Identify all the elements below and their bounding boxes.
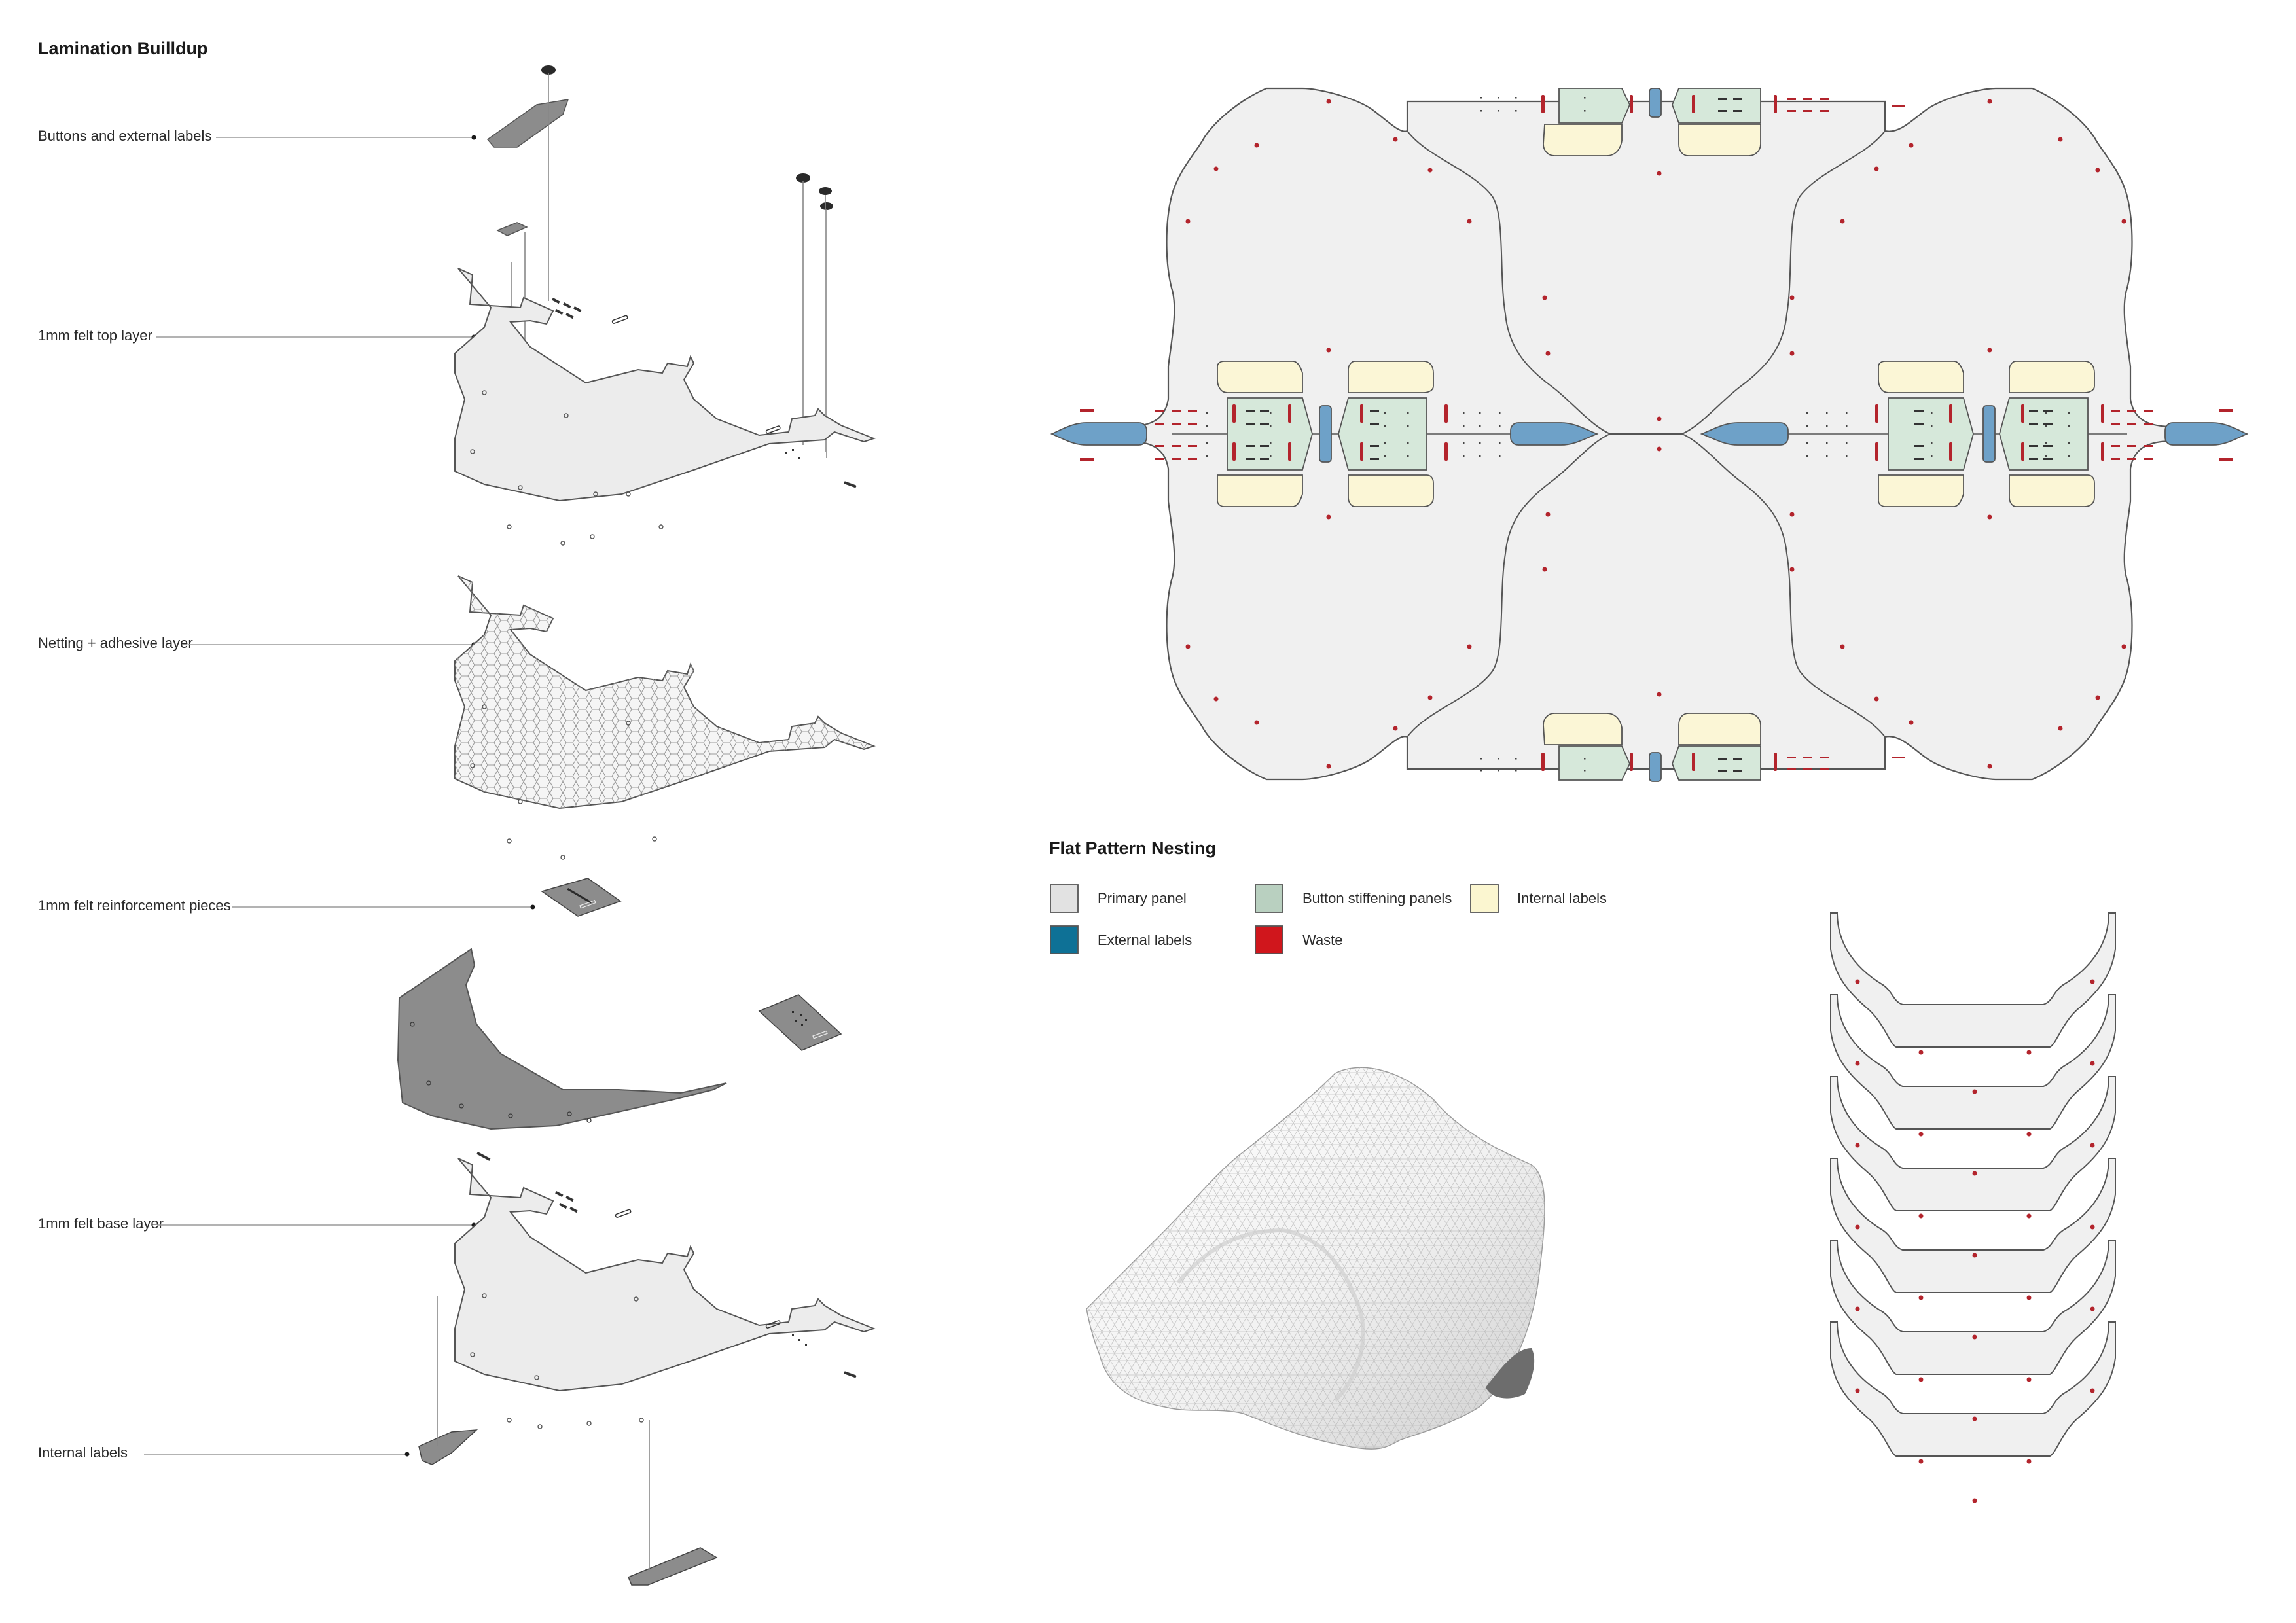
legend-label: Internal labels	[1517, 890, 1607, 906]
layer-label-buttons: Buttons and external labels	[38, 128, 211, 144]
stacked-panels	[1830, 912, 2116, 1503]
reinforcement-plate-right	[758, 994, 842, 1051]
layer-label-internal: Internal labels	[38, 1444, 128, 1461]
legend-label: External labels	[1098, 932, 1192, 948]
external-label-piece	[486, 99, 569, 236]
reinforcement-base-piece	[397, 948, 727, 1130]
legend-item-waste: Waste	[1255, 925, 1343, 954]
felt-top-layer	[454, 268, 874, 546]
internal-label-pieces	[418, 1296, 718, 1586]
legend-swatch	[1255, 884, 1283, 913]
nesting-title: Flat Pattern Nesting	[1049, 838, 1216, 858]
legend-swatch	[1050, 884, 1079, 913]
layer-label-reinforcement: 1mm felt reinforcement pieces	[38, 897, 231, 914]
layer-label-top: 1mm felt top layer	[38, 327, 152, 344]
legend-label: Waste	[1302, 932, 1343, 948]
legend-swatch	[1470, 884, 1499, 913]
layer-label-netting: Netting + adhesive layer	[38, 635, 193, 651]
felt-base-layer	[454, 1152, 874, 1429]
legend-label: Button stiffening panels	[1302, 890, 1452, 906]
legend-item-internal-labels: Internal labels	[1470, 884, 1607, 913]
reinforcement-plate-top	[541, 878, 621, 917]
layer-label-base: 1mm felt base layer	[38, 1215, 164, 1232]
legend-item-primary-panel: Primary panel	[1050, 884, 1187, 913]
legend-swatch	[1255, 925, 1283, 954]
button-icon	[541, 65, 833, 210]
nesting-layout	[1050, 87, 2249, 782]
legend-label: Primary panel	[1098, 890, 1187, 906]
buildup-title: Lamination Builldup	[38, 39, 207, 58]
netting-layer	[454, 575, 874, 860]
legend-swatch	[1050, 925, 1079, 954]
legend-item-external-labels: External labels	[1050, 925, 1192, 954]
legend-item-button-stiffening: Button stiffening panels	[1255, 884, 1452, 913]
legend: Primary panel Button stiffening panels I…	[1050, 884, 1607, 954]
mesh-render	[1086, 1067, 1545, 1450]
